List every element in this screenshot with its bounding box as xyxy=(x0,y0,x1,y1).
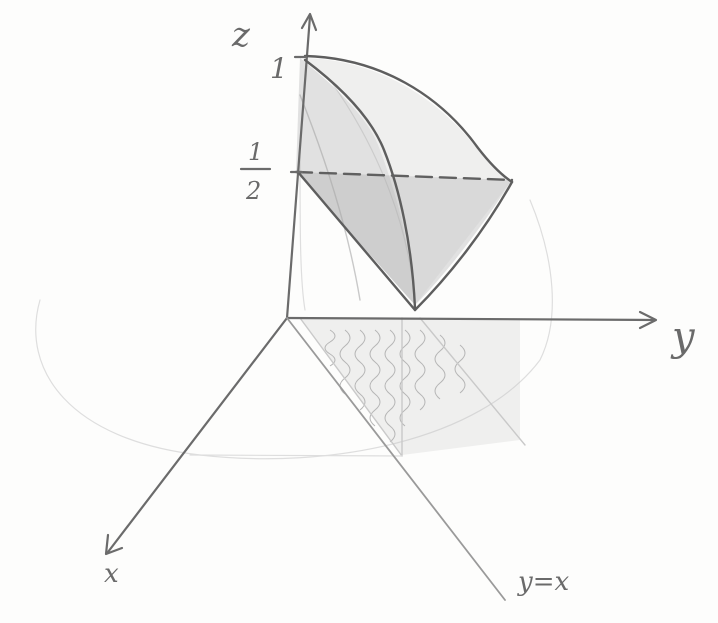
outer-spherical-edge xyxy=(303,54,514,184)
floor-projection-line-3 xyxy=(419,317,526,446)
z-tick-one-label: 1 xyxy=(270,52,288,85)
ghost-inner-arc xyxy=(299,94,361,301)
floor-projection-line xyxy=(299,317,403,457)
floor-projection-line-4 xyxy=(189,454,403,457)
diagonal-cone-edge xyxy=(296,170,417,312)
y-axis xyxy=(285,310,658,330)
plane-label: y=x xyxy=(517,567,569,597)
z-axis xyxy=(285,12,318,320)
ghost-sphere-arc xyxy=(35,199,553,460)
curved-face-shade xyxy=(305,58,512,305)
y-axis-label: y xyxy=(670,314,696,360)
z-axis-label: z xyxy=(231,15,251,55)
plane-trace-line xyxy=(286,317,506,601)
z-tick-half-numerator: 1 xyxy=(248,138,263,166)
half-height-dashed-line xyxy=(294,170,514,182)
z-tick-half-denominator: 2 xyxy=(245,177,261,205)
lower-curved-edge xyxy=(413,180,514,312)
x-axis xyxy=(104,316,289,556)
upper-wedge-shade xyxy=(296,58,415,305)
ghost-sphere-side xyxy=(299,149,306,311)
lower-region-shade xyxy=(296,172,512,305)
x-axis-label: x xyxy=(104,559,119,589)
inner-curved-edge xyxy=(303,58,417,310)
